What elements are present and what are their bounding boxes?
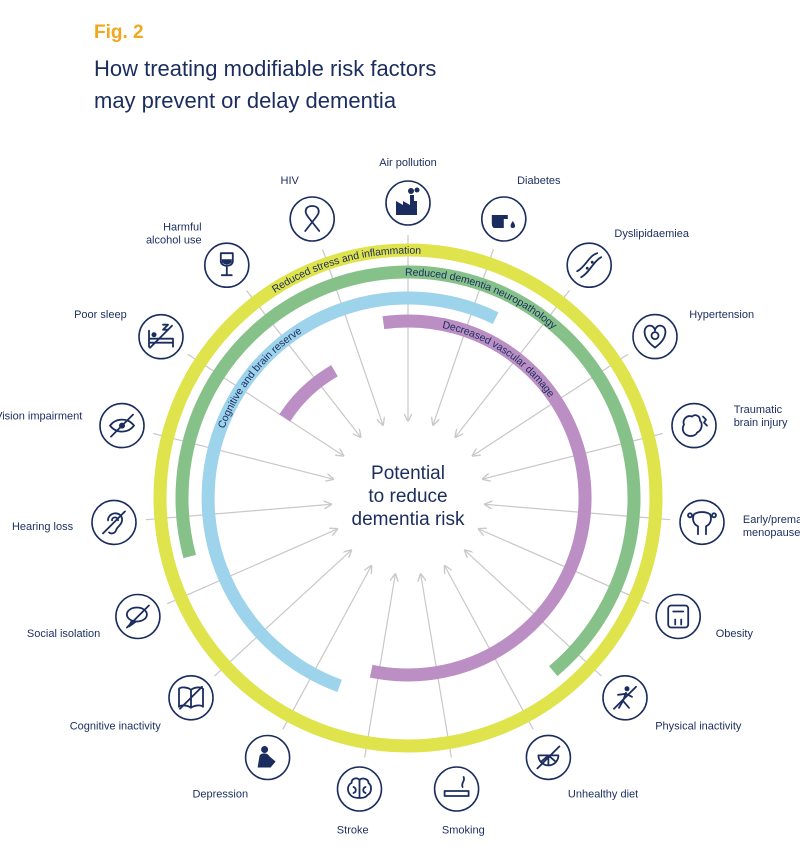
no-exercise-icon: [602, 674, 648, 721]
finger-prick-icon: [480, 196, 527, 242]
arrow-hearing-loss: [145, 504, 330, 521]
wine-glass-icon: [204, 242, 250, 289]
sad-person-icon: [244, 734, 291, 781]
arrow-smoking: [421, 575, 452, 758]
brain-impact-icon: [671, 402, 717, 449]
rings-layer: [153, 243, 663, 753]
factor-label-smoking: Smoking: [442, 824, 485, 836]
arrow-cognitive-inactivity: [214, 551, 351, 677]
vascular-label: Decreased vascular damage: [441, 319, 556, 400]
center-line-3: dementia risk: [352, 509, 465, 530]
factor-label-unhealthy-diet: Unhealthy diet: [568, 789, 638, 801]
uterus-icon: [679, 499, 725, 546]
factor-label-dyslipidaemia: Dyslipidaemiea: [614, 228, 689, 240]
figure-title: How treating modifiable risk factors may…: [94, 53, 436, 117]
stress-ring: [153, 243, 663, 753]
arrow-depression: [282, 567, 371, 730]
no-book-icon: [168, 674, 214, 721]
factor-label-diabetes: Diabetes: [517, 175, 561, 187]
figure-label: Fig. 2: [94, 22, 144, 43]
factor-label-physical-inactivity: Physical inactivity: [655, 721, 742, 733]
factor-label-obesity: Obesity: [716, 628, 754, 640]
factor-label-poor-sleep: Poor sleep: [74, 309, 127, 321]
brain-icon: [336, 766, 383, 812]
factor-label-hearing-loss: Hearing loss: [12, 521, 74, 533]
cigarette-icon: [433, 766, 480, 812]
factor-label-cognitive-inactivity: Cognitive inactivity: [70, 721, 162, 733]
neuropathology-arc: [175, 265, 641, 677]
factor-label-vision-impairment: Vision impairment: [0, 411, 82, 423]
vascular-arc: [369, 314, 592, 682]
no-eye-icon: [99, 402, 145, 449]
ribbon-icon: [289, 196, 336, 242]
scale-icon: [655, 593, 702, 640]
factor-label-menopause: Early/prematuremenopauseª: [743, 514, 800, 539]
vascular-arc-segment: [279, 365, 338, 422]
no-fruit-icon: [525, 734, 572, 781]
heart-gauge-icon: [632, 313, 678, 360]
factor-label-air-pollution: Air pollution: [379, 157, 436, 169]
center-label: Potential to reduce dementia risk: [352, 463, 465, 530]
arrow-unhealthy-diet: [445, 567, 534, 730]
factory-icon: [385, 180, 431, 226]
artery-icon: [566, 242, 613, 289]
arrow-social-isolation: [166, 529, 336, 605]
reserve-arc: [201, 291, 499, 693]
factor-label-social-isolation: Social isolation: [27, 628, 100, 640]
bed-icon: [138, 313, 184, 360]
ear-icon: [91, 499, 137, 546]
center-line-1: Potential: [371, 463, 445, 484]
factors-layer: HIV Air pollutionDiabetesDyslipidaemieaHy…: [0, 157, 800, 836]
factor-label-stroke: Stroke: [337, 824, 369, 836]
arrow-stroke: [364, 575, 396, 758]
figure-title-line-2: may prevent or delay dementia: [94, 88, 397, 113]
no-chat-icon: [115, 593, 161, 640]
center-line-2: to reduce: [368, 486, 447, 507]
factor-label-depression: Depression: [192, 789, 248, 801]
figure-title-line-1: How treating modifiable risk factors: [94, 56, 437, 81]
factor-label-hypertension: Hypertension: [689, 309, 754, 321]
factor-label-hiv: HIV: [281, 175, 300, 187]
arrow-hypertension: [473, 353, 629, 455]
